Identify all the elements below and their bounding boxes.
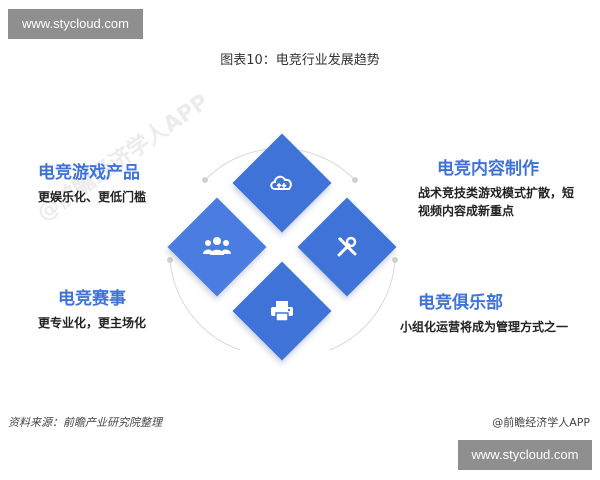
trend-block-content-production: 电竞内容制作 战术竞技类游戏模式扩散，短视频内容成新重点 — [418, 158, 578, 220]
trend-block-clubs: 电竞俱乐部 小组化运营将成为管理方式之一 — [400, 292, 570, 336]
trend-block-tournaments: 电竞赛事 更专业化，更主场化 — [38, 288, 198, 332]
trend-heading: 电竞俱乐部 — [418, 293, 503, 313]
watermark-badge-bottom: www.stycloud.com — [458, 440, 592, 470]
credit-note: @前瞻经济学人APP — [492, 416, 590, 429]
trend-heading: 电竞游戏产品 — [38, 163, 140, 183]
trend-description: 小组化运营将成为管理方式之一 — [400, 320, 569, 334]
cloud-sync-icon — [267, 168, 297, 198]
printer-icon — [267, 296, 297, 326]
tools-icon — [332, 232, 362, 262]
trend-heading: 电竞赛事 — [58, 289, 126, 309]
trend-description: 战术竞技类游戏模式扩散，短视频内容成新重点 — [418, 186, 575, 218]
trend-description: 更娱乐化、更低门槛 — [38, 190, 147, 204]
trend-heading: 电竞内容制作 — [437, 159, 539, 179]
page-title: 图表10：电竞行业发展趋势 — [220, 53, 380, 68]
team-icon — [202, 232, 232, 262]
trend-block-game-products: 电竞游戏产品 更娱乐化、更低门槛 — [38, 162, 198, 206]
source-note: 资料来源：前瞻产业研究院整理 — [8, 416, 162, 429]
watermark-badge-top: www.stycloud.com — [8, 9, 143, 39]
trend-description: 更专业化，更主场化 — [38, 316, 147, 330]
